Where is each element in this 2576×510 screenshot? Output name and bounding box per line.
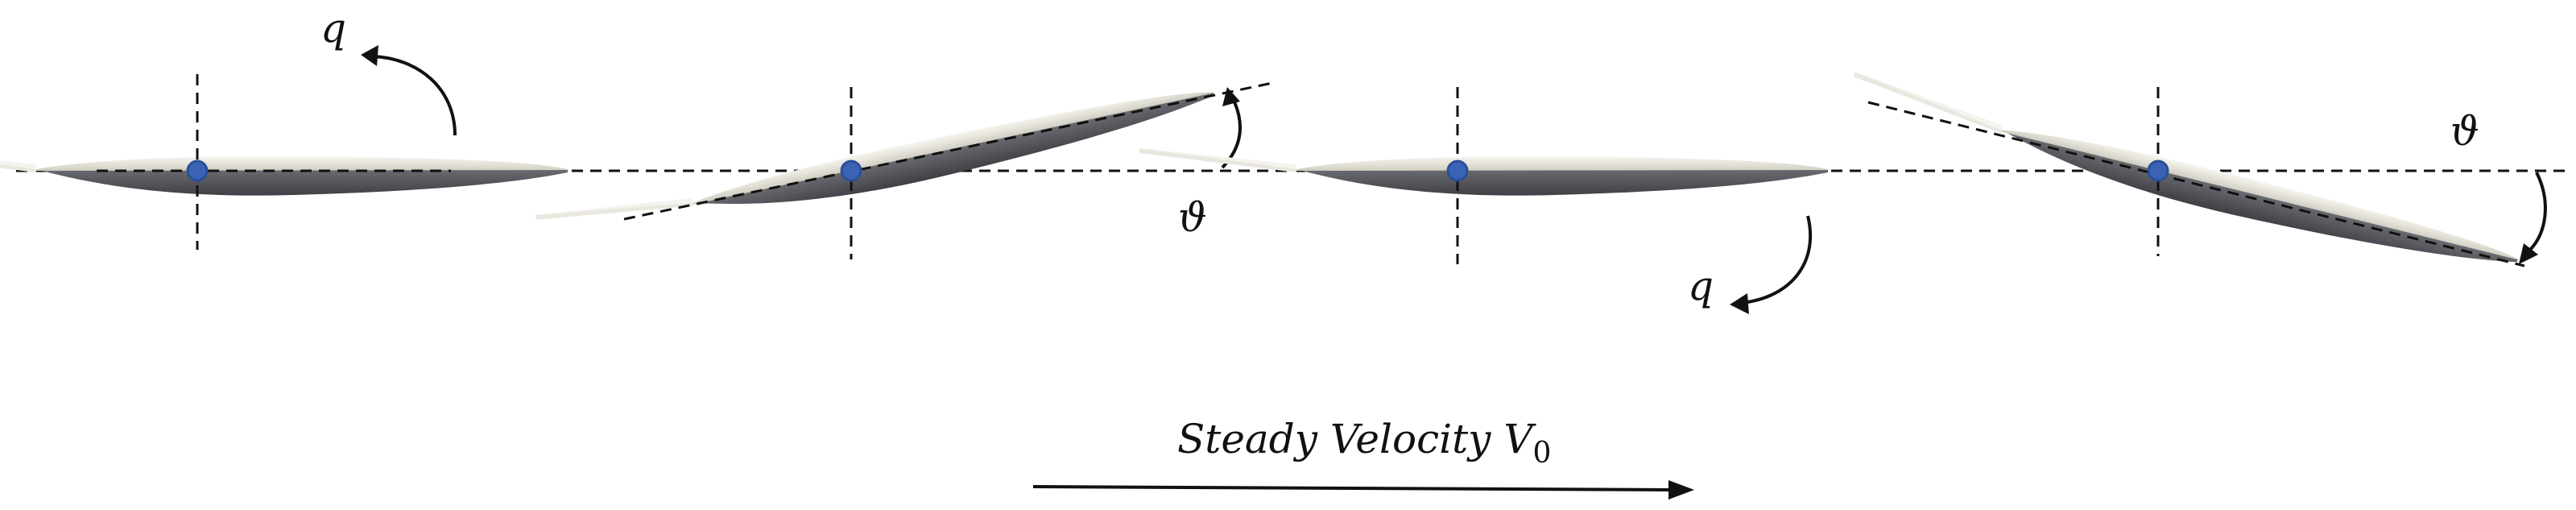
hull-3-pitch-rate-label: q: [1688, 263, 1714, 309]
hull-3-pitch-rate-arrowhead: [1730, 293, 1749, 314]
hull-2-pitch-angle-arrowhead: [1222, 87, 1240, 106]
hull-2-pitch-angle-label: ϑ: [1178, 194, 1207, 241]
velocity-symbol: V: [1503, 416, 1536, 462]
hull-4-pivot-point: [2147, 160, 2169, 182]
hull-2-pivot-point: [840, 160, 862, 182]
hull-2-pitch-angle-arrow: [1221, 96, 1243, 169]
velocity-arrow-head: [1668, 480, 1694, 500]
velocity-subscript: 0: [1532, 437, 1551, 470]
hull-2-nose-up: [535, 71, 1221, 262]
hull-1-pivot-point: [186, 160, 209, 182]
hull-4-pitch-angle-label: ϑ: [2450, 108, 2479, 155]
hull-4-nose-down: [1843, 72, 2525, 285]
hull-1-pitch-rate-arrow: [371, 55, 457, 136]
hull-3-pitch-rate-arrow: [1747, 215, 1813, 304]
hull-4-pitch-angle-arrow: [2527, 172, 2547, 253]
hull-4-pitch-angle-arrowhead: [2519, 243, 2538, 264]
hull-1-pitch-rate-arrowhead: [361, 45, 378, 66]
hull-3-pivot-point: [1446, 160, 1469, 182]
velocity-caption-text: Steady Velocity: [1177, 416, 1503, 462]
velocity-caption: Steady Velocity V0: [1177, 416, 1551, 470]
hull-4-body-axis: [1867, 101, 2525, 267]
velocity-arrow-shaft: [1032, 485, 1672, 491]
hull-1-pitch-rate-label: q: [320, 5, 346, 52]
